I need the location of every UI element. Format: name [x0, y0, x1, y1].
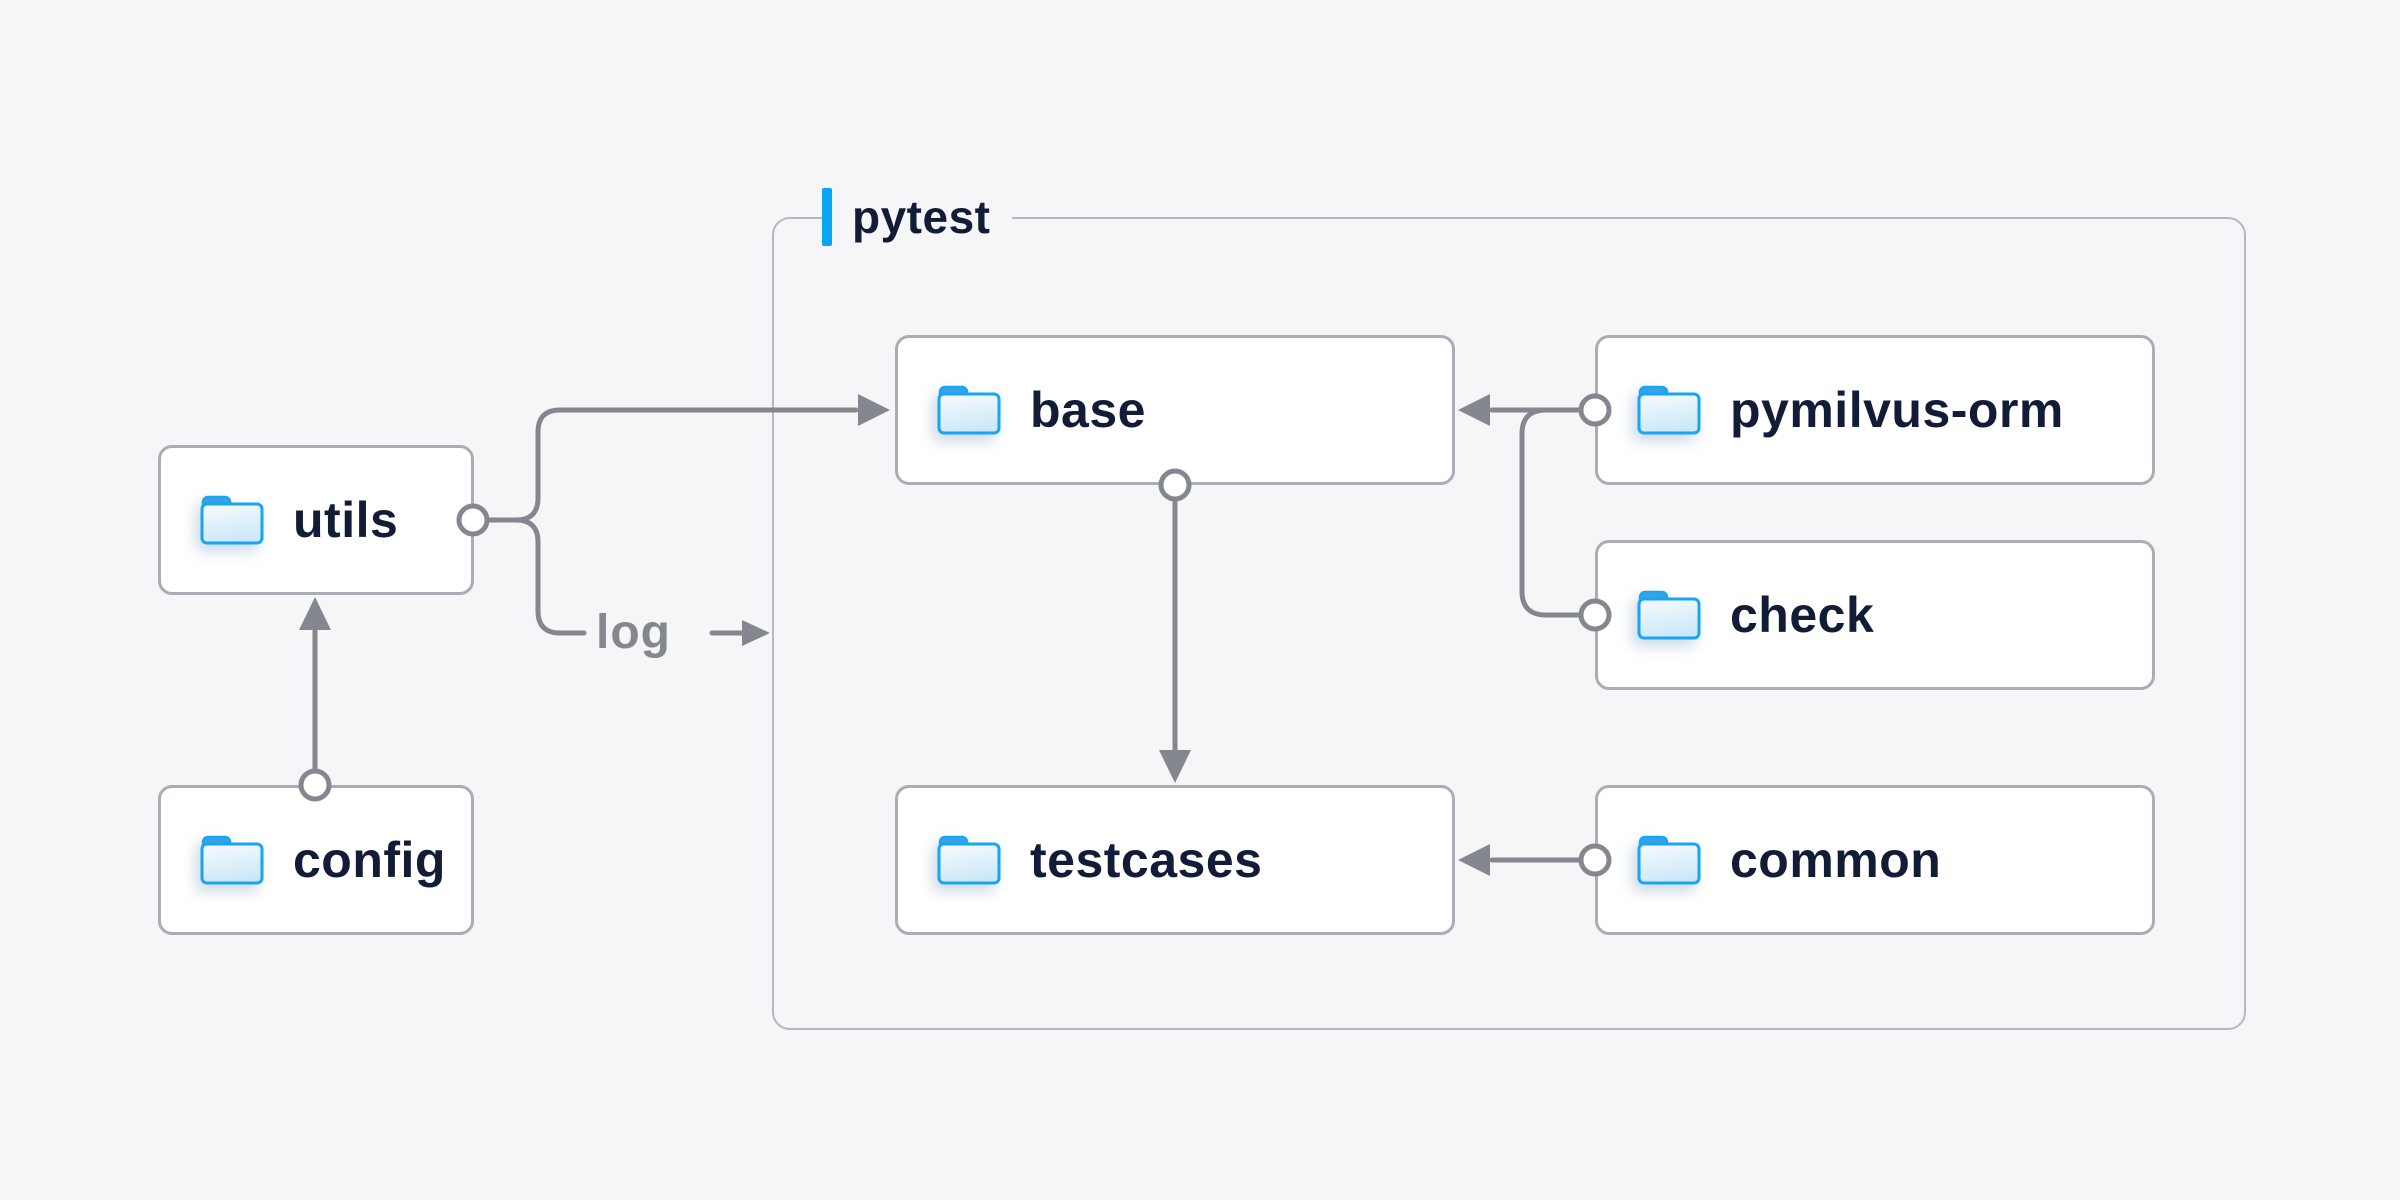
node-check-label: check — [1730, 587, 1875, 643]
folder-icon — [199, 494, 265, 546]
folder-icon — [936, 384, 1002, 436]
edge-config-utils — [298, 597, 332, 802]
node-utils-label: utils — [293, 492, 399, 548]
folder-icon — [1636, 834, 1702, 886]
pytest-container-label: pytest — [822, 188, 1013, 246]
node-common-label: common — [1730, 832, 1942, 888]
node-config-label: config — [293, 832, 446, 888]
folder-icon — [199, 834, 265, 886]
node-config: config — [158, 785, 474, 935]
node-pymilvus-orm: pymilvus-orm — [1595, 335, 2155, 485]
node-base-label: base — [1030, 382, 1146, 438]
node-common: common — [1595, 785, 2155, 935]
folder-icon — [936, 834, 1002, 886]
node-base: base — [895, 335, 1455, 485]
accent-bar-icon — [822, 188, 832, 246]
node-testcases-label: testcases — [1030, 832, 1263, 888]
folder-icon — [1636, 384, 1702, 436]
pytest-container-title: pytest — [852, 191, 991, 243]
node-utils: utils — [158, 445, 474, 595]
node-check: check — [1595, 540, 2155, 690]
edge-label-log: log — [596, 606, 671, 659]
pytest-container — [772, 217, 2246, 1030]
node-testcases: testcases — [895, 785, 1455, 935]
folder-icon — [1636, 589, 1702, 641]
node-pymilvus-orm-label: pymilvus-orm — [1730, 382, 2064, 438]
